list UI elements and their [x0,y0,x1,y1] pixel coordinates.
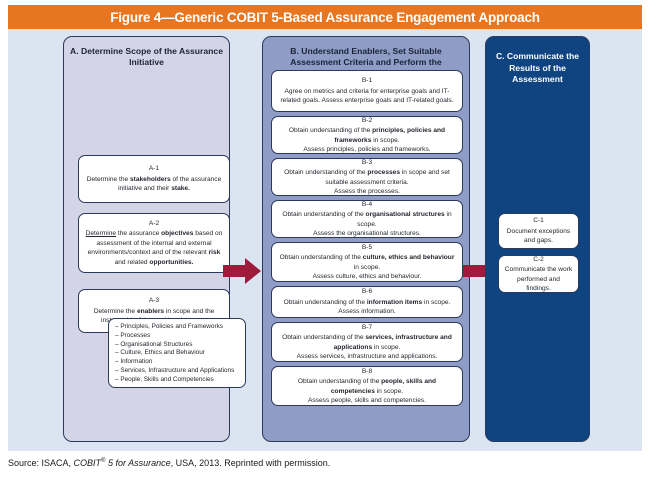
step-text-b3: Obtain understanding of the processes in… [284,169,450,195]
step-code-b2: B-2 [361,116,373,124]
step-text-a1: Determine the stakeholders of the assura… [86,175,222,193]
source-prefix: Source: ISACA, [8,458,74,468]
step-box-c1: C-1 Document exceptions and gaps. [498,213,579,249]
step-code-b4: B-4 [361,200,373,208]
diagram-canvas: A. Determine Scope of the Assurance Init… [8,29,642,451]
step-code-b3: B-3 [361,158,373,166]
step-text-b5: Obtain understanding of the culture, eth… [279,254,455,280]
step-box-b2: B-2 Obtain understanding of the principl… [271,116,463,154]
step-box-b4: B-4 Obtain understanding of the organisa… [271,200,463,238]
step-code-c1: C-1 [533,217,544,225]
column-a-heading: A. Determine Scope of the Assurance Init… [70,46,223,68]
column-b-understand-enablers: B. Understand Enablers, Set Suitable Ass… [262,36,470,442]
enabler-list-box: – Principles, Policies and Frameworks – … [108,318,246,388]
step-box-b1: B-1 Agree on metrics and criteria for en… [271,70,463,112]
step-code-b8: B-8 [361,367,373,375]
figure-title: Figure 4—Generic COBIT 5-Based Assurance… [8,5,642,29]
step-text-a2: Determine the assurance objectives based… [85,230,223,266]
step-text-b2: Obtain understanding of the principles, … [288,127,446,153]
step-box-b7: B-7 Obtain understanding of the services… [271,322,463,362]
registered-mark: ® [101,458,106,464]
step-box-a2: A-2 Determine the assurance objectives b… [78,213,230,273]
column-c-communicate-results: C. Communicate the Results of the Assess… [485,36,590,442]
step-text-c1: Document exceptions and gaps. [506,227,571,245]
step-code-b7: B-7 [361,323,373,331]
step-box-b6: B-6 Obtain understanding of the informat… [271,286,463,318]
step-box-a1: A-1 Determine the stakeholders of the as… [78,155,230,203]
enabler-list-item: – Culture, Ethics and Behaviour [115,349,205,357]
step-text-b1: Agree on metrics and criteria for enterp… [280,87,454,105]
source-title: COBIT [73,458,102,468]
enabler-list-item: – Principles, Policies and Frameworks [115,323,223,330]
enabler-list-item: – Information [115,358,153,366]
enabler-list-item: – Organisational Structures [115,340,193,348]
step-text-b4: Obtain understanding of the organisation… [282,211,452,237]
column-a-determine-scope: A. Determine Scope of the Assurance Init… [63,36,246,442]
step-code-b5: B-5 [361,243,373,251]
step-code-a1: A-1 [148,165,160,173]
step-code-a2: A-2 [148,220,160,228]
step-box-c2: C-2 Communicate the work performed and f… [498,255,579,293]
enabler-list-item: – People, Skills and Competencies [115,375,214,383]
step-text-b6: Obtain understanding of the information … [283,298,451,316]
step-code-b6: B-6 [361,288,373,296]
source-suffix: , USA, 2013. Reprinted with permission. [170,458,331,468]
step-code-a3: A-3 [148,297,160,305]
step-box-b8: B-8 Obtain understanding of the people, … [271,366,463,406]
step-code-c2: C-2 [533,255,544,263]
step-text-c2: Communicate the work performed and findi… [504,266,573,292]
column-c-heading: C. Communicate the Results of the Assess… [495,51,580,85]
step-box-b5: B-5 Obtain understanding of the culture,… [271,242,463,282]
enabler-list-item: – Processes [115,331,151,339]
step-text-b7: Obtain understanding of the services, in… [282,334,452,360]
step-code-b1: B-1 [361,77,373,85]
source-caption: Source: ISACA, COBIT® 5 for Assurance, U… [8,458,330,468]
step-text-b8: Obtain understanding of the people, skil… [297,378,437,404]
source-title-rest: 5 for Assurance [105,458,171,468]
step-box-b3: B-3 Obtain understanding of the processe… [271,158,463,196]
enabler-list-item: – Services, Infrastructure and Applicati… [115,367,235,375]
arrow-a-to-b-icon [223,258,261,284]
